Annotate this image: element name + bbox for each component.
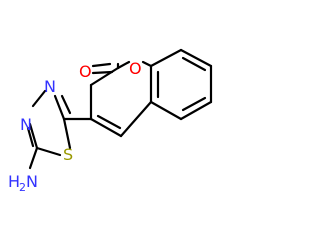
- structure-diagram: O O N N S H 2 N: [8, 48, 213, 194]
- ring-oxygen-label: O: [129, 59, 142, 78]
- carbonyl-oxygen-label: O: [79, 62, 92, 81]
- amine-bond: [28, 146, 39, 170]
- nitrogen-lower-label: N: [20, 115, 32, 134]
- amine-h-count-label: 2: [19, 181, 26, 194]
- sulfur-label: S: [63, 145, 73, 164]
- amine-n-label: N: [26, 172, 38, 191]
- amine-h-label: H: [8, 172, 20, 191]
- pyranone-ring: [89, 60, 153, 138]
- nitrogen-upper-label: N: [44, 77, 56, 96]
- benzene-ring: [149, 48, 213, 121]
- amine-group-label: H 2 N: [8, 172, 38, 194]
- thiadiazole-ring: [26, 89, 72, 157]
- molecule-svg: O O N N S H 2 N: [8, 48, 213, 194]
